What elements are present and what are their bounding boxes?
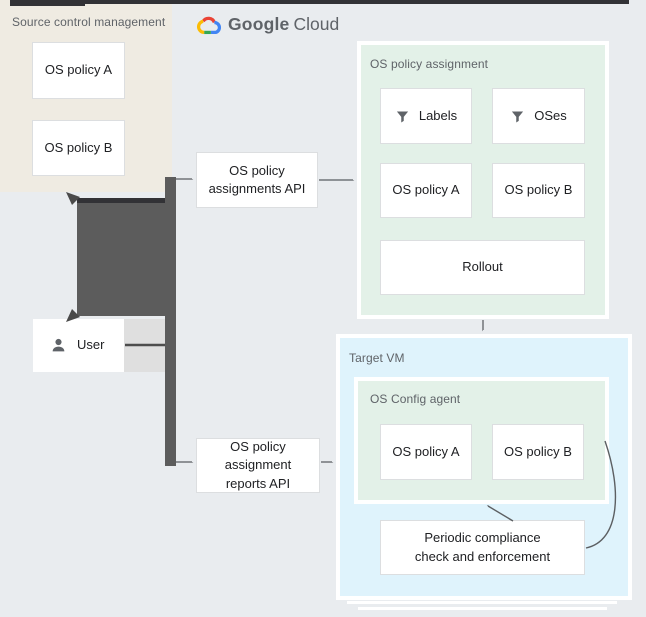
oses-label: OSes xyxy=(534,107,567,123)
glitch-top-strip-left xyxy=(10,0,85,6)
vm-stack-line-2 xyxy=(358,607,607,610)
agent-policy-b-label: OS policy B xyxy=(504,443,572,459)
labels-box: Labels xyxy=(380,88,472,144)
assignment-policy-b-box: OS policy B xyxy=(492,163,585,218)
assignment-policy-a-label: OS policy A xyxy=(392,182,460,198)
assignments-api-label: OS policy assignments API xyxy=(208,162,306,196)
agent-policy-b-box: OS policy B xyxy=(492,424,584,480)
filter-icon xyxy=(510,109,525,124)
oses-content: OSes xyxy=(510,107,567,125)
periodic-compliance-label: Periodic compliance check and enforcemen… xyxy=(414,530,551,564)
oses-box: OSes xyxy=(492,88,585,144)
labels-label: Labels xyxy=(418,107,458,123)
target-vm-panel: Target VM OS Config agent OS policy A OS… xyxy=(336,334,632,600)
reports-api-label: OS policy assignment reports API xyxy=(224,439,292,491)
glitch-top-strip xyxy=(10,0,629,4)
assignment-policy-a-box: OS policy A xyxy=(380,163,472,218)
glitch-vertical-bar xyxy=(165,177,176,466)
assignments-api-box: OS policy assignments API xyxy=(196,152,318,208)
glitch-block xyxy=(77,198,165,316)
rollout-label: Rollout xyxy=(462,259,503,275)
source-policy-a-label: OS policy A xyxy=(44,62,113,78)
agent-policy-a-box: OS policy A xyxy=(380,424,472,480)
reports-api-box: OS policy assignment reports API xyxy=(196,438,320,493)
source-policy-a-box: OS policy A xyxy=(32,42,125,99)
filter-icon xyxy=(395,109,410,124)
user-gray-block xyxy=(124,319,165,372)
labels-content: Labels xyxy=(395,107,457,125)
os-config-agent-panel: OS Config agent OS policy A OS policy B xyxy=(354,377,609,504)
periodic-compliance-box: Periodic compliance check and enforcemen… xyxy=(380,520,585,575)
source-control-title: Source control management xyxy=(12,15,166,29)
logo-cloud-text: Cloud xyxy=(293,13,340,34)
source-policy-b-box: OS policy B xyxy=(32,120,125,176)
vm-stack-line-1 xyxy=(347,601,617,604)
rollout-box: Rollout xyxy=(380,240,585,295)
assignment-policy-b-label: OS policy B xyxy=(504,182,573,198)
glitch-block-top-band xyxy=(77,198,176,203)
agent-policy-a-label: OS policy A xyxy=(392,443,460,459)
policy-assignment-title: OS policy assignment xyxy=(370,57,489,71)
policy-assignment-panel: OS policy assignment Labels OSes OS poli… xyxy=(357,41,609,319)
logo-google-text: Google xyxy=(228,13,290,34)
target-vm-title: Target VM xyxy=(349,351,405,365)
google-cloud-icon xyxy=(194,13,221,35)
user-label: User xyxy=(77,337,105,353)
os-config-agent-title: OS Config agent xyxy=(370,392,461,406)
user-box: User xyxy=(33,319,124,372)
person-icon xyxy=(49,336,68,355)
source-policy-b-label: OS policy B xyxy=(44,139,113,155)
